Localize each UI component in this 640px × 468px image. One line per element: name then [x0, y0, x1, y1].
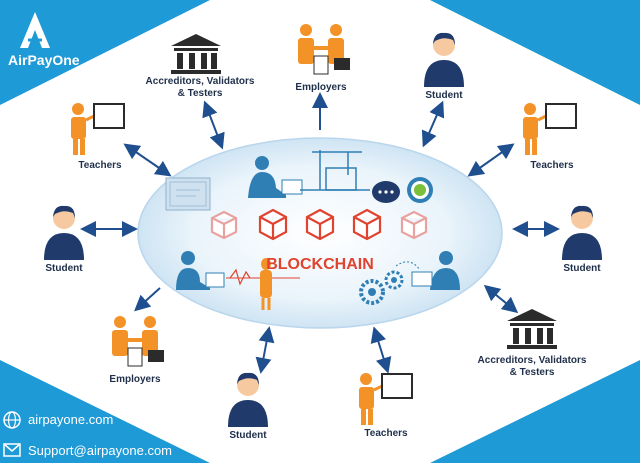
person-laptop-right-icon	[411, 251, 460, 290]
cube-icon	[400, 210, 428, 240]
node-label-student-left: Student	[45, 263, 83, 274]
blockchain-label: BLOCKCHAIN	[266, 256, 374, 273]
arrow-teachers-left-top	[123, 143, 172, 177]
arrow-teachers-bottom	[370, 326, 392, 374]
arrow-student-top-right	[421, 100, 445, 148]
person-laptop-left-icon	[176, 251, 225, 290]
node-label-teachers-left-top: Teachers	[78, 160, 122, 171]
arrow-teachers-right-top	[467, 143, 515, 177]
teacher-board-icon	[359, 373, 413, 425]
node-label-teachers-right-top: Teachers	[530, 160, 574, 171]
node-label-employers-top: Employers	[295, 82, 347, 93]
corner-top-right	[430, 0, 640, 105]
student-avatar-icon	[424, 32, 464, 87]
arrow-student-bottom	[255, 326, 275, 374]
arrow-accreditors-top	[202, 100, 225, 150]
cube-icon	[210, 210, 238, 240]
teacher-board-icon	[71, 103, 125, 155]
cube-icon	[352, 208, 382, 241]
node-label-student-bottom: Student	[229, 430, 267, 441]
corner-top-left	[0, 0, 210, 105]
crane-icon	[300, 150, 370, 191]
node-label-student-right: Student	[563, 263, 601, 274]
teacher-board-icon	[523, 103, 577, 155]
student-avatar-icon	[562, 205, 602, 260]
node-label-teachers-bottom: Teachers	[364, 428, 408, 439]
email-icon	[3, 443, 21, 457]
chat-bubble-icon	[372, 181, 400, 203]
badge-icon	[407, 177, 433, 203]
blockchain-cubes	[210, 208, 428, 241]
node-label-accreditors-top: Accreditors, Validators & Testers	[145, 76, 255, 99]
certificate-icon	[165, 177, 211, 211]
node-label-student-top-right: Student	[425, 90, 463, 101]
cube-icon	[305, 208, 335, 241]
cube-icon	[258, 208, 288, 241]
bank-icon	[171, 34, 221, 74]
student-avatar-icon	[44, 205, 84, 260]
brand-name: AirPayOne	[8, 52, 80, 68]
node-label-employers-bottom-left: Employers	[109, 374, 161, 385]
employers-handshake-icon	[298, 24, 350, 75]
connection-arrows	[80, 92, 560, 374]
node-label-accreditors-bottom-right: Accreditors, Validators & Testers	[477, 355, 587, 378]
person-laptop-icon	[248, 156, 303, 198]
website-link[interactable]: airpayone.com	[28, 412, 114, 427]
corner-bottom-left	[0, 360, 210, 463]
globe-icon	[3, 411, 21, 429]
arrow-accreditors-bottom-right	[483, 284, 519, 314]
gears-icon	[359, 261, 421, 305]
corner-bottom-right	[430, 360, 640, 463]
arrow-employers-bottom-left	[134, 287, 161, 312]
anatomy-icon	[226, 258, 300, 310]
bank-icon	[507, 309, 557, 349]
support-email-link[interactable]: Support@airpayone.com	[28, 443, 172, 458]
employers-handshake-icon	[112, 316, 164, 367]
student-avatar-icon	[228, 372, 268, 427]
airpayone-logo-icon	[20, 12, 50, 48]
